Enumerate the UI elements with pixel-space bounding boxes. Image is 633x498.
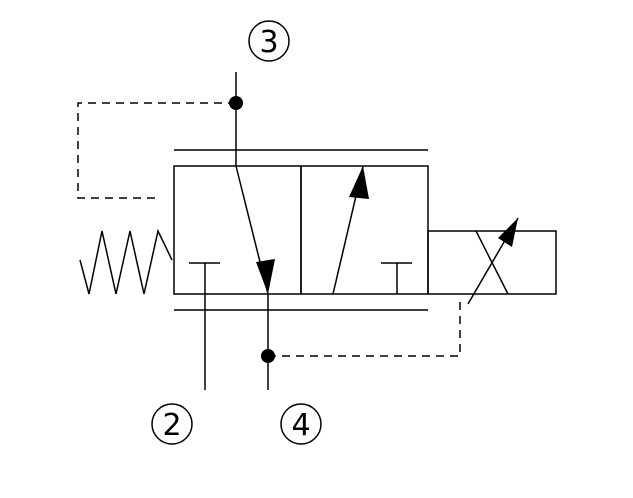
port-3-circle	[248, 20, 290, 62]
solenoid-box	[427, 230, 557, 295]
pilot-line-dashed-bottom	[268, 296, 461, 357]
spring-icon	[79, 228, 173, 295]
port-4-number: 4	[291, 408, 310, 443]
pilot-line-dashed-top	[77, 102, 236, 199]
junction-dot-port-4	[261, 349, 275, 363]
port-label-3: 3	[248, 20, 290, 62]
arrowhead-left-down	[256, 259, 275, 294]
arrowhead-right-up	[349, 166, 369, 199]
port-3-number: 3	[259, 25, 278, 60]
port-2-circle	[151, 403, 193, 445]
valve-envelope-left	[173, 165, 302, 295]
arrowhead-solenoid	[498, 218, 518, 247]
port-4-circle	[280, 403, 322, 445]
port-label-4: 4	[280, 403, 322, 445]
port-2-number: 2	[162, 408, 181, 443]
junction-dot-port-3	[229, 96, 243, 110]
port-label-2: 2	[151, 403, 193, 445]
valve-envelope-right	[300, 165, 429, 295]
